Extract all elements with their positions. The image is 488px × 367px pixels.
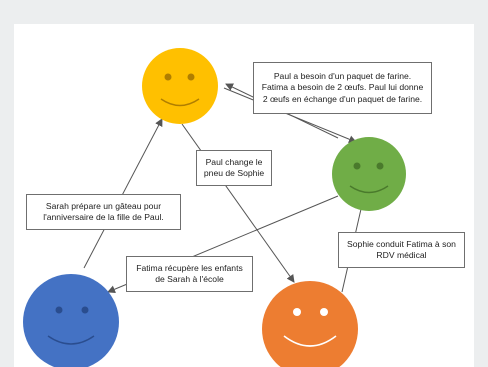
sarah-face-icon [23,274,119,367]
fatima-face-icon [332,137,406,211]
label-line: Fatima a besoin de 2 œufs. Paul lui donn… [261,82,424,93]
label-fatima-picks-up-children: Fatima récupère les enfants de Sarah à l… [126,256,253,292]
label-paul-fatima-trade: Paul a besoin d'un paquet de farine. Fat… [253,62,432,114]
label-line: 2 œufs en échange d'un paquet de farine. [262,93,423,104]
sophie-face-icon [262,281,358,367]
diagram-graphics [23,48,406,367]
label-line: Paul a besoin d'un paquet de farine. [273,70,412,81]
label-line: pneu de Sophie [203,168,265,178]
label-line: Fatima récupère les enfants [136,262,243,273]
arrow-sarah-to-paul [83,118,163,269]
diagram-canvas: Sarah prépare un gâteau pour l'anniversa… [14,24,474,367]
label-line: Paul change le [205,156,263,167]
paul-face-icon [142,48,218,124]
label-sarah-bakes-cake: Sarah prépare un gâteau pour l'anniversa… [26,194,181,230]
label-line: RDV médical [376,250,427,260]
label-line: Sarah prépare un gâteau pour [45,200,162,211]
label-line: de Sarah à l'école [155,274,224,284]
label-sophie-drives-fatima: Sophie conduit Fatima à son RDV médical [338,232,465,268]
label-line: Sophie conduit Fatima à son [347,238,456,249]
label-paul-changes-tire: Paul change le pneu de Sophie [196,150,272,186]
label-line: l'anniversaire de la fille de Paul. [43,212,164,222]
